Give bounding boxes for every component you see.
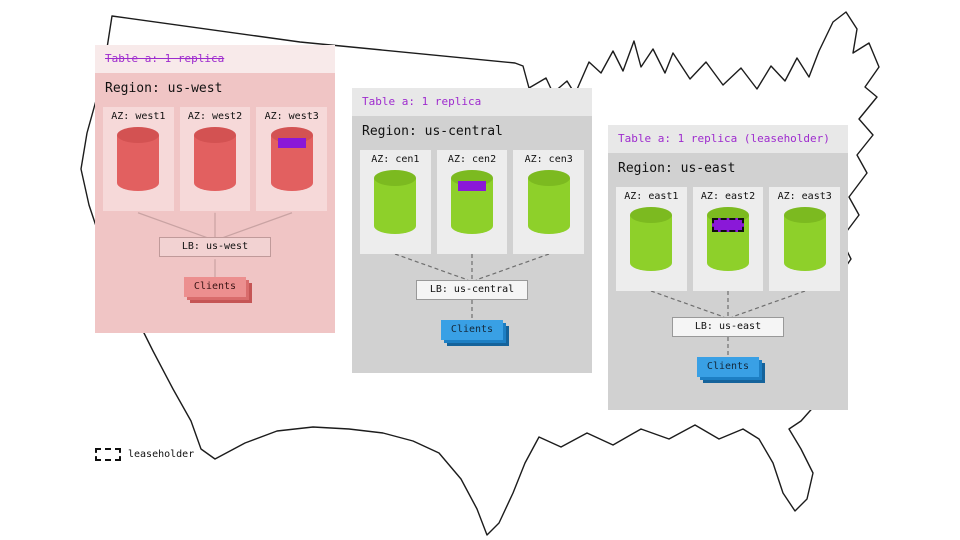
legend-label: leaseholder <box>128 449 195 460</box>
region-us-east: Table a: 1 replica (leaseholder) Region:… <box>608 125 848 410</box>
load-balancer-box: LB: us-east <box>672 317 784 337</box>
load-balancer-box: LB: us-west <box>159 237 271 257</box>
database-cylinder-icon <box>194 127 236 191</box>
database-cylinder-icon <box>707 207 749 271</box>
database-cylinder-icon <box>117 127 160 191</box>
az-box-cen1: AZ: cen1 <box>360 150 431 254</box>
az-label: AZ: east1 <box>624 191 679 202</box>
database-cylinder-icon <box>451 170 493 234</box>
az-label: AZ: cen3 <box>524 154 573 165</box>
region-us-central: Table a: 1 replica Region: us-central AZ… <box>352 88 592 373</box>
leaseholder-replica-marker <box>712 218 744 232</box>
az-box-west3: AZ: west3 <box>256 107 328 211</box>
az-box-east2: AZ: east2 <box>692 187 764 291</box>
az-box-east3: AZ: east3 <box>769 187 841 291</box>
az-label: AZ: west3 <box>264 111 319 122</box>
table-label: Table a: 1 replica <box>362 95 482 108</box>
table-label: Table a: 1 replica <box>105 52 225 65</box>
az-row: AZ: west1 AZ: west2 AZ: west3 <box>103 107 328 211</box>
az-row: AZ: east1 AZ: east2 AZ: east3 <box>616 187 841 291</box>
clients-box: Clients <box>184 277 246 297</box>
region-label: Region: us-central <box>362 124 503 139</box>
region-label: Region: us-east <box>618 161 736 176</box>
az-label: AZ: cen1 <box>371 154 420 165</box>
replica-marker <box>458 181 486 191</box>
az-box-east1: AZ: east1 <box>616 187 687 291</box>
region-label: Region: us-west <box>105 81 223 96</box>
az-row: AZ: cen1 AZ: cen2 AZ: cen3 <box>360 150 585 254</box>
az-label: AZ: east3 <box>777 191 832 202</box>
database-cylinder-icon <box>374 170 417 234</box>
az-box-cen2: AZ: cen2 <box>436 150 508 254</box>
az-box-cen3: AZ: cen3 <box>513 150 585 254</box>
database-cylinder-icon <box>527 170 570 234</box>
az-box-west2: AZ: west2 <box>179 107 251 211</box>
clients-box: Clients <box>441 320 503 340</box>
database-cylinder-icon <box>630 207 673 271</box>
az-label: AZ: east2 <box>700 191 756 202</box>
table-header: Table a: 1 replica <box>95 45 335 73</box>
database-cylinder-icon <box>783 207 826 271</box>
table-label: Table a: 1 replica (leaseholder) <box>618 132 830 145</box>
clients-box: Clients <box>697 357 759 377</box>
replica-marker <box>277 138 306 148</box>
load-balancer-box: LB: us-central <box>416 280 528 300</box>
region-us-west: Table a: 1 replica Region: us-west AZ: w… <box>95 45 335 333</box>
table-header: Table a: 1 replica <box>352 88 592 116</box>
az-box-west1: AZ: west1 <box>103 107 174 211</box>
az-label: AZ: cen2 <box>447 154 497 165</box>
legend: leaseholder <box>95 448 194 461</box>
database-cylinder-icon <box>270 127 313 191</box>
table-header: Table a: 1 replica (leaseholder) <box>608 125 848 153</box>
az-label: AZ: west2 <box>187 111 243 122</box>
az-label: AZ: west1 <box>111 111 166 122</box>
leaseholder-swatch-icon <box>95 448 121 461</box>
